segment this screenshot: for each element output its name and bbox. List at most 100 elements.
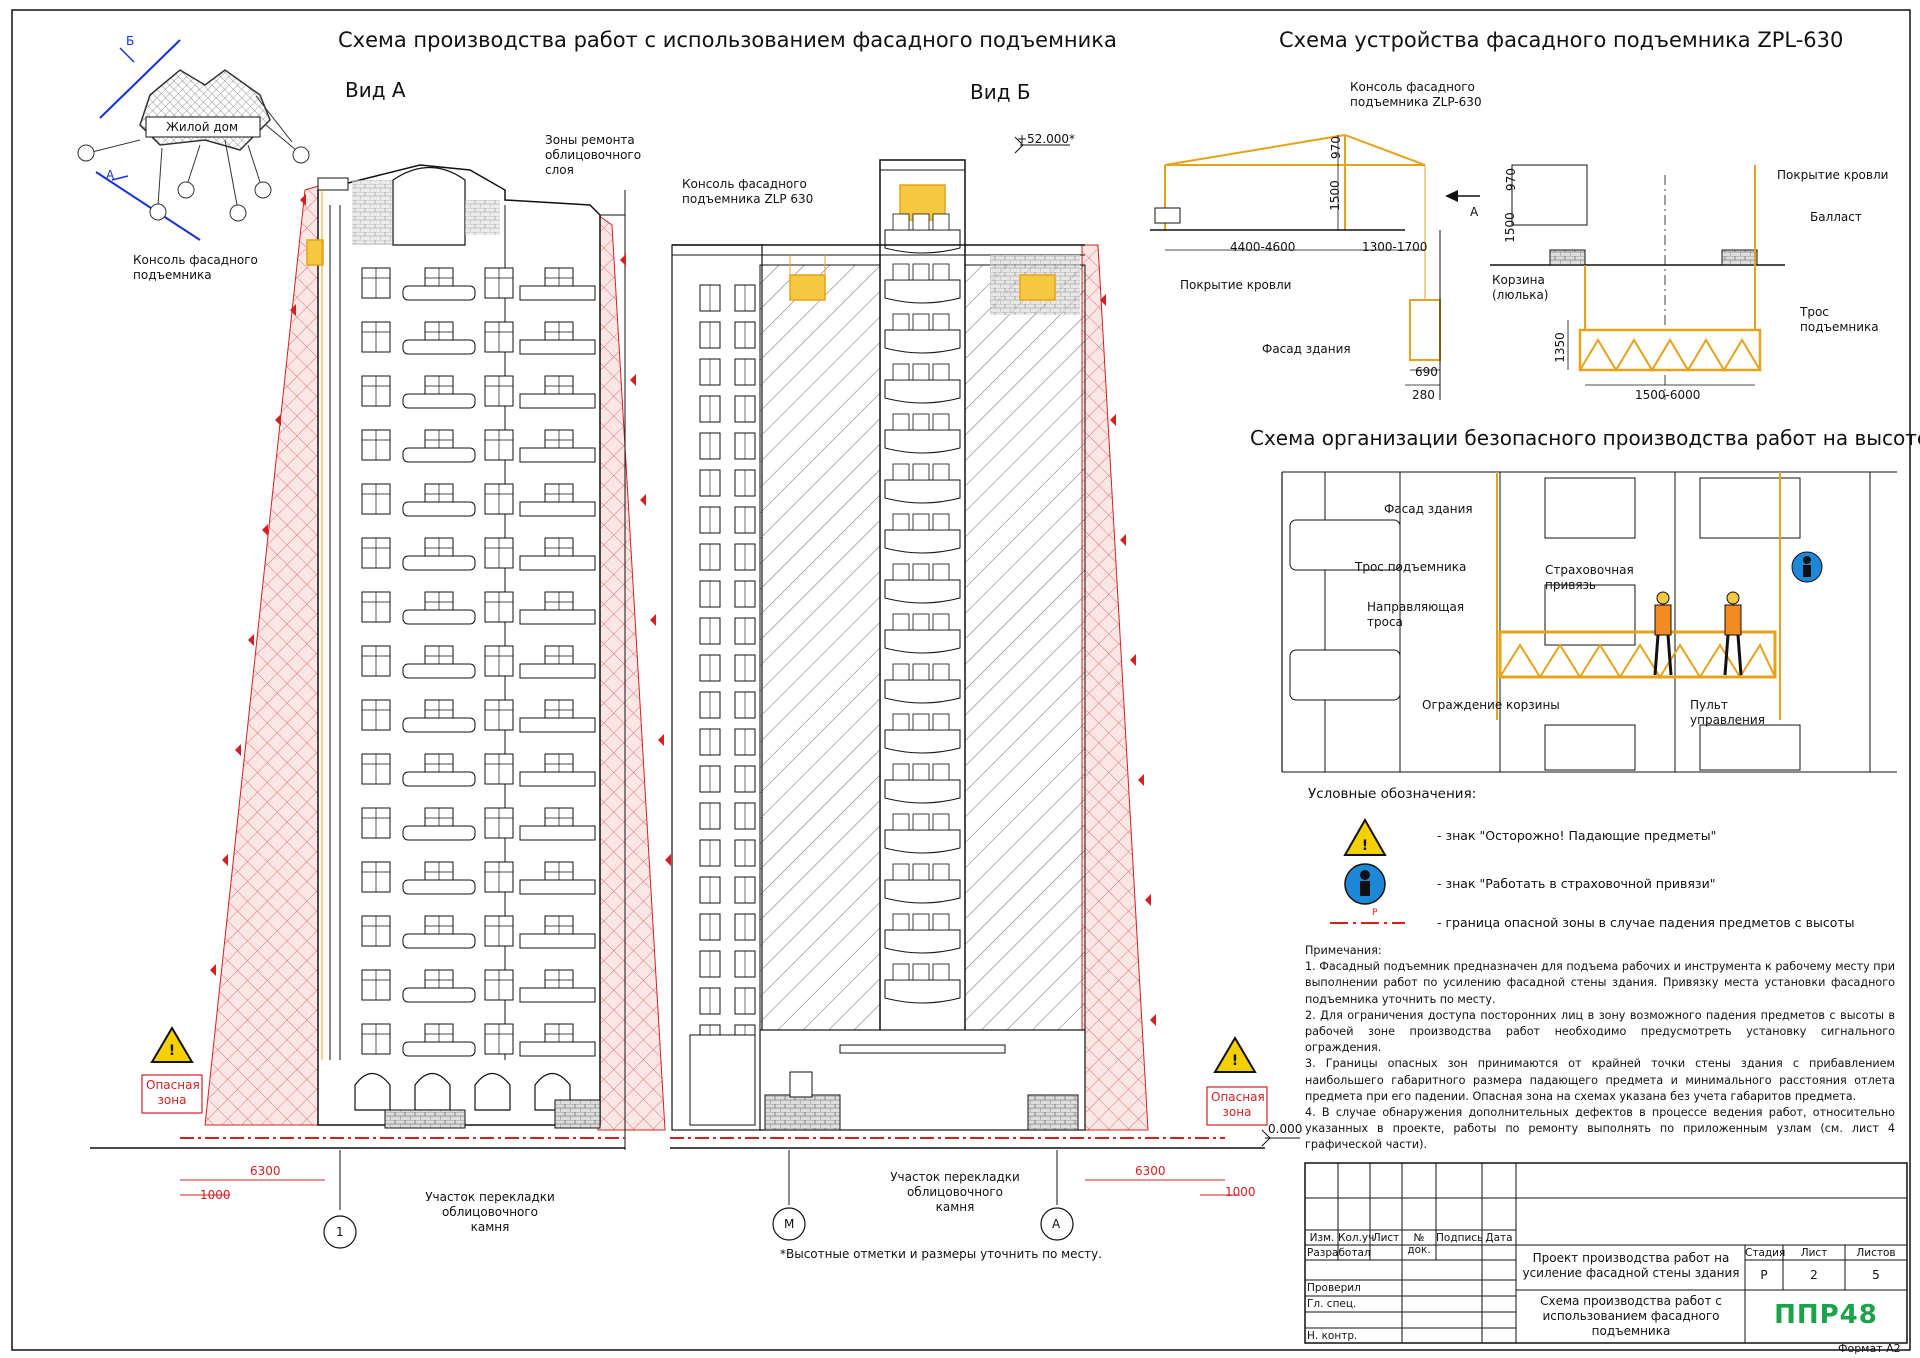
dim-1000-left: 1000 xyxy=(200,1188,231,1202)
key-plan-mark-b: Б xyxy=(126,34,135,48)
danger-zone-label-right-box xyxy=(1206,1086,1268,1126)
legend-falling-text: - знак "Осторожно! Падающие предметы" xyxy=(1437,828,1717,843)
tb-stage: Р xyxy=(1760,1268,1768,1282)
warning-sign-right: ! xyxy=(1213,1036,1257,1073)
view-b-balconies xyxy=(884,213,961,1004)
note-3: 3. Границы опасных зон принимаются от кр… xyxy=(1305,1057,1895,1103)
title-view-b: Вид Б xyxy=(970,80,1031,104)
tb-col-doc: № док. xyxy=(1407,1232,1431,1256)
label-relay-stone-a: Участок перекладки облицовочного камня xyxy=(425,1190,555,1234)
tb-row-norm: Н. контр. xyxy=(1307,1330,1358,1342)
worker-2 xyxy=(1723,591,1743,676)
axis-m: М xyxy=(784,1217,795,1231)
boundary-marker xyxy=(630,374,636,386)
legend-boundary-mark: Р xyxy=(1372,908,1378,918)
device-console-label: Консоль фасадного подъемника ZLP-630 xyxy=(1350,80,1482,109)
safety-scheme xyxy=(1281,471,1897,773)
device-roof-cover-2: Покрытие кровли xyxy=(1777,168,1889,182)
basket-front xyxy=(1578,328,1762,372)
cut-line-b xyxy=(99,39,181,119)
balcony xyxy=(884,879,961,904)
tb-sheet: 2 xyxy=(1810,1268,1818,1282)
note-1: 1. Фасадный подъемник предназначен для п… xyxy=(1305,960,1895,1006)
tb-sheets: 5 xyxy=(1872,1268,1880,1282)
title-main-left: Схема производства работ с использование… xyxy=(338,28,1117,52)
boundary-marker xyxy=(1138,774,1144,786)
device-roof-cover: Покрытие кровли xyxy=(1180,278,1292,292)
tb-row-chief: Гл. спец. xyxy=(1307,1298,1357,1310)
note-4: 4. В случае обнаружения дополнительных д… xyxy=(1305,1106,1895,1152)
boundary-marker xyxy=(1100,294,1106,306)
boundary-marker xyxy=(1130,654,1136,666)
device-arrow-a: А xyxy=(1470,205,1479,219)
device-dim-1500-front: 1500 xyxy=(1502,212,1517,243)
boundary-marker xyxy=(300,194,306,206)
device-cable: Трос подъемника xyxy=(1800,305,1879,334)
device-ballast: Балласт xyxy=(1810,210,1862,224)
svg-text:!: ! xyxy=(169,1043,175,1059)
boundary-marker xyxy=(1120,534,1126,546)
title-safety: Схема организации безопасного производст… xyxy=(1250,426,1920,450)
device-dim-1300-1700: 1300-1700 xyxy=(1362,240,1428,254)
view-a-windows xyxy=(361,267,596,1057)
building-label-box xyxy=(145,116,261,138)
tb-col-list: Лист xyxy=(1372,1232,1400,1244)
ground-line xyxy=(90,136,1300,1249)
boundary-marker xyxy=(222,854,228,866)
tb-col-kol: Кол.уч xyxy=(1338,1232,1375,1244)
tb-row-developed: Разработал xyxy=(1307,1247,1371,1259)
title-main-right: Схема устройства фасадного подъемника ZP… xyxy=(1279,28,1844,52)
safety-fence: Ограждение корзины xyxy=(1422,698,1560,712)
lift-basket-b-right xyxy=(1019,274,1056,301)
sheet-frame xyxy=(11,9,1911,1351)
cut-line-a xyxy=(95,171,201,241)
danger-zone-right-b xyxy=(1081,244,1149,1131)
elevation-mark: +52.000* xyxy=(1017,132,1076,146)
note-2: 2. Для ограничения доступа посторонних л… xyxy=(1305,1008,1895,1055)
company-logo: ППР48 xyxy=(1774,1300,1878,1330)
balcony xyxy=(884,529,961,554)
balcony xyxy=(884,329,961,354)
footnote: *Высотные отметки и размеры уточнить по … xyxy=(780,1247,1103,1261)
device-dim-280: 280 xyxy=(1412,388,1435,402)
key-plan xyxy=(77,39,310,241)
danger-zone-label-left-box xyxy=(141,1074,203,1114)
device-dim-1350: 1350 xyxy=(1552,332,1567,363)
tb-col-izm: Изм. xyxy=(1309,1232,1335,1244)
safety-basket xyxy=(1498,630,1777,679)
danger-zone-right-a xyxy=(597,214,666,1131)
key-plan-mark-a: А xyxy=(106,168,115,182)
safety-cable: Трос подъемника xyxy=(1355,560,1467,574)
boundary-marker xyxy=(210,964,216,976)
dim-1000-right: 1000 xyxy=(1225,1185,1256,1199)
basket-side xyxy=(1409,299,1441,361)
boundary-marker xyxy=(235,744,241,756)
boundary-marker xyxy=(650,614,656,626)
tb-stage-header: Стадия xyxy=(1745,1247,1786,1259)
warning-sign-left: ! xyxy=(150,1026,194,1063)
tb-sheet-header: Лист xyxy=(1800,1247,1828,1259)
device-scheme-side xyxy=(1150,134,1480,400)
dim-6300-right: 6300 xyxy=(1135,1164,1166,1178)
axis-a: А xyxy=(1052,1217,1061,1231)
balcony xyxy=(884,629,961,654)
device-dim-1500-6000: 1500-6000 xyxy=(1635,388,1701,402)
view-b-elevation xyxy=(671,159,1149,1131)
safety-facade: Фасад здания xyxy=(1384,502,1473,516)
tb-col-date: Дата xyxy=(1485,1232,1513,1244)
boundary-marker xyxy=(1150,1014,1156,1026)
balcony xyxy=(884,929,961,954)
boundary-marker xyxy=(1110,414,1116,426)
device-dim-1500: 1500 xyxy=(1327,180,1342,211)
boundary-marker xyxy=(1145,894,1151,906)
boundary-marker xyxy=(620,254,626,266)
key-plan-building-label: Жилой дом xyxy=(166,120,239,134)
balcony xyxy=(884,979,961,1004)
title-view-a: Вид А xyxy=(345,78,406,102)
axis-1: 1 xyxy=(336,1225,344,1239)
balcony xyxy=(884,779,961,804)
boundary-marker xyxy=(640,494,646,506)
device-scheme-front xyxy=(1490,164,1785,400)
legend-title: Условные обозначения: xyxy=(1308,786,1477,802)
